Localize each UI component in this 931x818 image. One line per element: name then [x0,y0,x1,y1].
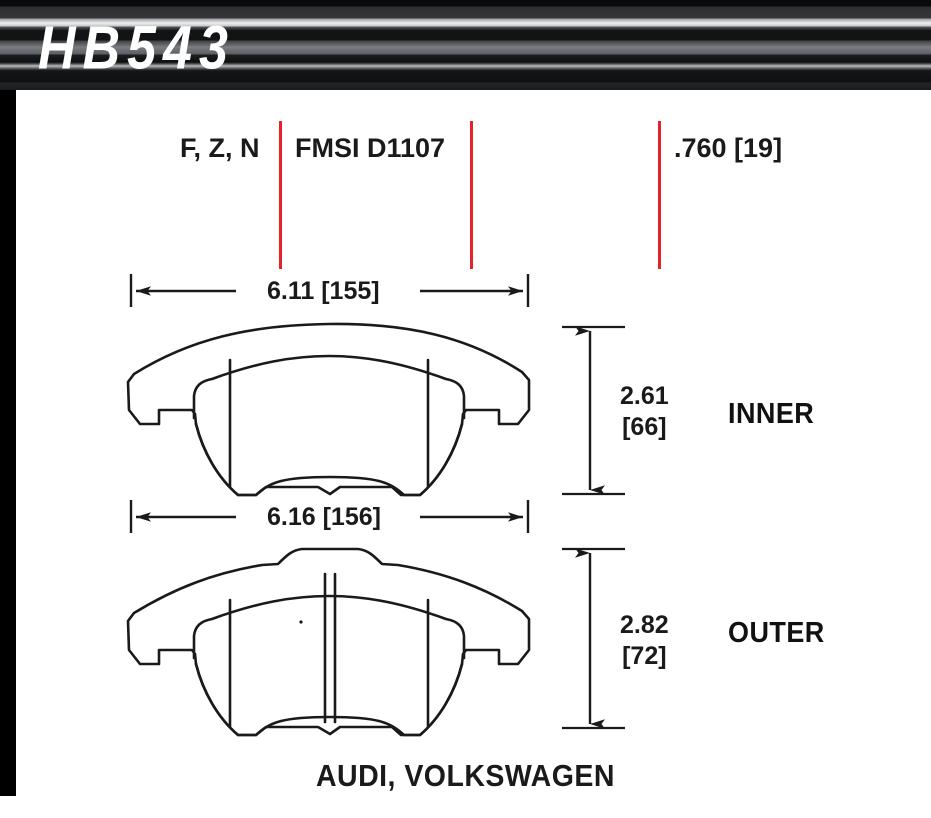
header-banner: HB543 [0,0,931,90]
vehicle-application-text: AUDI, VOLKSWAGEN [316,758,615,793]
fmsi-number-label: FMSI D1107 [295,133,446,163]
thickness-label: .760 [19] [674,133,783,163]
outer-height-dimension-label: 2.82 [72] [620,610,669,672]
vehicle-application-caption: AUDI, VOLKSWAGEN [0,758,931,794]
compound-codes-label: F, Z, N [180,133,260,163]
outer-height-inches: 2.82 [620,611,669,639]
red-divider-tick-left [279,121,282,269]
outer-height-mm: [72] [622,642,667,670]
frame-left-border [0,90,16,796]
drawing-panel [16,90,931,818]
outer-width-dimension-label: 6.16 [156] [267,503,381,531]
red-divider-tick-right [658,121,661,269]
inner-pad-label: INNER [728,398,815,430]
red-divider-tick-middle [470,121,473,269]
inner-width-dimension-label: 6.11 [155] [267,277,380,305]
outer-pad-label: OUTER [728,617,825,649]
part-number-title: HB543 [38,14,235,83]
inner-height-dimension-label: 2.61 [66] [620,381,669,443]
inner-height-mm: [66] [622,413,667,441]
inner-height-inches: 2.61 [620,382,669,410]
